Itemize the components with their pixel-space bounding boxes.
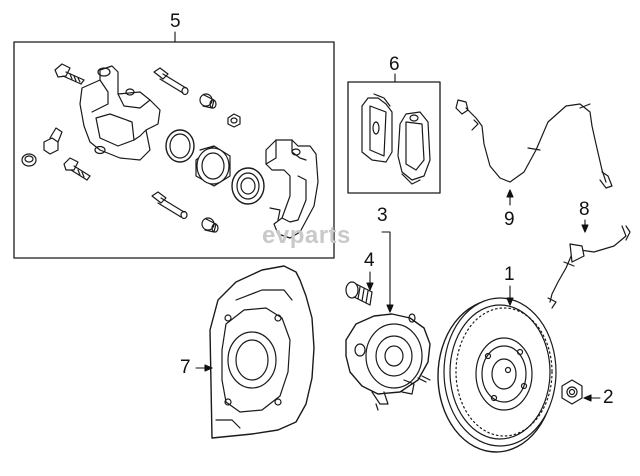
lug-nut xyxy=(561,379,583,405)
bolt-upper-left xyxy=(54,63,85,85)
brake-pad-outer xyxy=(397,111,431,185)
bleeder-screw xyxy=(43,127,63,155)
pad-group-box xyxy=(347,81,441,194)
watermark-text: evparts xyxy=(262,222,351,249)
pin-boot-upper xyxy=(199,93,217,109)
callout-9: 9 xyxy=(504,209,515,230)
abs-sensor-front xyxy=(455,99,613,189)
wheel-stud xyxy=(345,281,373,306)
abs-sensor-rear xyxy=(547,225,631,309)
callout-8: 8 xyxy=(579,199,590,220)
caliper-group-box xyxy=(13,41,335,259)
piston xyxy=(195,145,231,187)
callout-6: 6 xyxy=(389,54,400,75)
cap-washer xyxy=(21,153,37,167)
dust-shield xyxy=(209,265,315,439)
caliper-body xyxy=(79,65,161,161)
bleeder-nut xyxy=(227,113,241,128)
bolt-lower-left xyxy=(63,157,91,181)
hub-bearing xyxy=(345,313,431,411)
brake-pad-inner xyxy=(361,93,393,163)
callout-3: 3 xyxy=(377,205,388,226)
guide-pin-upper xyxy=(153,67,189,96)
leader-lines xyxy=(174,31,601,402)
brake-rotor xyxy=(437,297,557,453)
pin-boot-lower xyxy=(201,217,219,233)
callout-7: 7 xyxy=(180,357,191,378)
caliper-bracket xyxy=(265,139,319,239)
piston-boot xyxy=(231,167,265,205)
piston-seal xyxy=(165,129,195,163)
guide-pin-lower xyxy=(151,191,188,220)
callout-2: 2 xyxy=(603,387,614,408)
callout-4: 4 xyxy=(364,250,375,271)
callout-1: 1 xyxy=(504,264,515,285)
callout-5: 5 xyxy=(170,11,181,32)
